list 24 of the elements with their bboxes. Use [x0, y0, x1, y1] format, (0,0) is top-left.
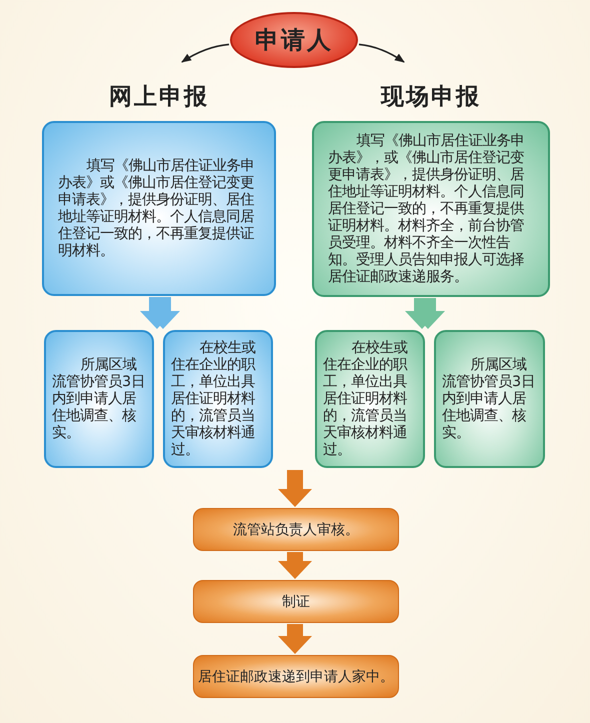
step-text: 所属区域流管协管员3日内到申请人居住地调查、核实。: [442, 356, 536, 442]
process-box: [163, 330, 273, 468]
applicant-label: 申请人: [255, 25, 333, 56]
arrow: [181, 44, 230, 63]
process-box: [193, 655, 399, 698]
step-text: 在校生或住在企业的职工，单位出具居住证明材料的，流管员当天审核材料通过。: [171, 340, 257, 458]
section-heading: 网上申报: [108, 83, 210, 112]
step-text: 流管站负责人审核。: [233, 520, 359, 538]
step-text: 填写《佛山市居住证业务申办表》，或《佛山市居住登记变更申请表》，提供身份证明、居住地址等证明材料。个人信息同居住登记一致的，不再重复提供证明材料。材料齐全，前台协管员受理。材料不齐全一次性告知。受理人员告知申报人可选择居住证邮政速递服务。: [328, 132, 526, 286]
process-box: [315, 330, 425, 468]
process-box: [434, 330, 545, 468]
step-text: 居住证邮政速递到申请人家中。: [198, 668, 394, 686]
step-text: 填写《佛山市居住证业务申办表》或《佛山市居住登记变更申请表》，提供身份证明、居住地址等证明材料。个人信息同居住登记一致的，不再重复提供证明材料。: [58, 158, 256, 260]
section-heading: 现场申报: [379, 83, 482, 112]
step-text: 所属区域流管协管员3日内到申请人居住地调查、核实。: [52, 356, 146, 442]
step-text: 制证: [282, 592, 310, 610]
arrow: [358, 44, 405, 63]
step-text: 在校生或住在企业的职工，单位出具居住证明材料的，流管员当天审核材料通过。: [323, 340, 409, 458]
process-box: [44, 330, 154, 468]
process-box: [193, 508, 399, 551]
process-box: [193, 580, 399, 623]
block-arrow: [278, 624, 312, 654]
block-arrow: [278, 470, 312, 507]
block-arrow: [278, 552, 312, 579]
